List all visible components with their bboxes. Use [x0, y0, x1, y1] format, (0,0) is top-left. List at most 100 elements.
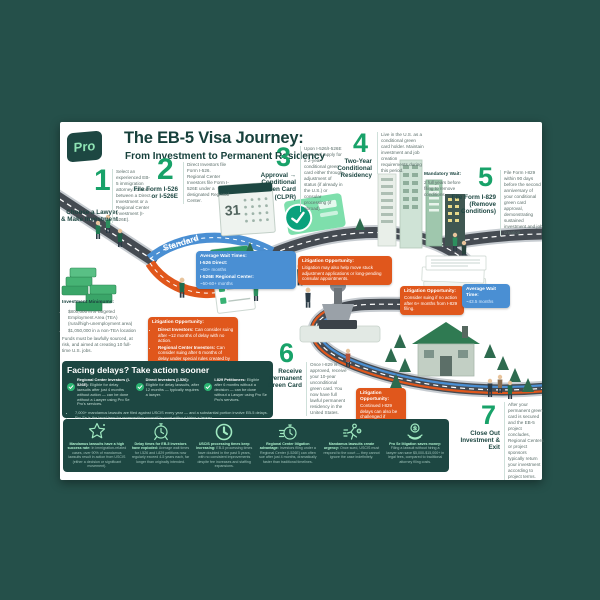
- step-3-number: 3: [276, 142, 292, 172]
- delay-check-direct: Direct Investors (I-526): Eligible for d…: [135, 377, 200, 407]
- fact-regional-advantage: Regional Center litigation advantage: In…: [258, 422, 318, 469]
- step-4-description: Live in the U.S. as a conditional green …: [377, 132, 425, 174]
- delay-check-regional-center: Regional Center Investors (I-526E): Elig…: [67, 377, 131, 407]
- investment-minimums: Investment Minimums: $800,000 in a Targe…: [62, 290, 136, 354]
- fact-text: Once sued, USCIS must respond to the cou…: [323, 446, 380, 460]
- delay-check-i829: I-829 Petitioners: Eligible after 6 mont…: [204, 377, 268, 407]
- person-running-litigation: [179, 277, 185, 298]
- delay-check-lead: Regional Center Investors (I-526E):: [77, 377, 130, 387]
- city-buildings: [377, 159, 465, 249]
- house-illustration: [412, 322, 480, 377]
- mandatory-wait-text: 2 full years before filing to remove con…: [424, 180, 461, 197]
- litigation-continued-title: Litigation Opportunity:: [360, 391, 390, 402]
- litigation-consular-title: Litigation Opportunity:: [302, 259, 354, 264]
- delay-check-text: Eligible for delay lawsuits after just 4…: [77, 381, 130, 407]
- fact-text: Average wait times for I-526 and I-829 p…: [131, 446, 190, 464]
- step-1-label: Choose a Lawyer & Make Investment: [60, 209, 118, 224]
- step-1-number: 1: [94, 164, 111, 197]
- clock-icon: [214, 422, 234, 442]
- fact-lead: Mandamus lawsuits have a high success ra…: [67, 442, 125, 451]
- page-subtitle: From Investment to Permanent Residency: [125, 151, 326, 162]
- step-7-number: 7: [481, 400, 497, 430]
- litigation-filing-title: Litigation Opportunity:: [152, 320, 204, 325]
- step-3-label: Approval → Conditional Green Card (CLPR): [260, 172, 296, 201]
- page-title: The EB-5 Visa Journey:: [124, 129, 304, 147]
- calendar-day-number: 31: [224, 202, 241, 219]
- fact-delay-doubled: Delay times for EB-5 investors have expl…: [131, 422, 191, 469]
- fact-lead: Regional Center litigation advantage:: [259, 442, 310, 451]
- litigation-filing-item-lead: Regional Center Investors:: [158, 344, 216, 350]
- step-2-number: 2: [157, 153, 174, 186]
- money-stacks: [61, 267, 117, 312]
- fact-lead: Delay times for EB-5 investors have expl…: [131, 442, 187, 451]
- runner-icon: [342, 422, 362, 442]
- facing-delays-title: Facing delays? Take action sooner: [67, 365, 210, 375]
- step-7-label: Close Out Investment & Exit: [460, 430, 500, 452]
- wait-times-row1-value: ~60+ months: [200, 266, 227, 272]
- standard-route-label: Standard: [162, 233, 200, 253]
- step-4-label: Two-Year Conditional Residency: [337, 158, 372, 180]
- litigation-829-callout: Litigation Opportunity: Consider suing i…: [400, 286, 464, 315]
- fact-lead: USCIS processing times keep increasing:: [196, 442, 250, 451]
- investment-note: Funds must be lawfully sourced, at risk,…: [62, 335, 133, 353]
- check-circle-icon: [204, 378, 213, 407]
- step-1-description: Select an experienced EB-5 immigration a…: [112, 169, 152, 223]
- facts-strip: Mandamus lawsuits have a high success ra…: [63, 419, 449, 472]
- fact-text: Filing a lawsuit without hiring a lawyer…: [386, 446, 445, 464]
- step-4-number: 4: [353, 128, 369, 158]
- mandatory-wait-note: Mandatory Wait: 2 full years before fili…: [424, 162, 464, 198]
- delay-check-lead: Direct Investors (I-526):: [145, 377, 189, 382]
- wait-times-row1-label: I-526 Direct:: [200, 260, 228, 266]
- delay-check-lead: I-829 Petitioners:: [214, 377, 246, 382]
- litigation-829-text: Consider suing if no action after 6+ mon…: [404, 294, 458, 312]
- investment-bullet: $800,000 in a Targeted Employment Area (…: [68, 309, 136, 327]
- step-3-description: Upon I-526/I-526E approval, apply for a …: [300, 146, 344, 212]
- person-celebrating: [305, 287, 311, 308]
- fact-save-money: Pro Se litigation saves money: Filing a …: [385, 422, 445, 469]
- fact-text: In immigration-related cases, over 90% o…: [68, 446, 127, 469]
- pine-trees: [245, 218, 534, 392]
- pro-logo-text: Pro: [73, 138, 96, 155]
- fact-lead: Pro Se litigation saves money:: [389, 442, 442, 446]
- stopwatch-icon: [278, 422, 298, 442]
- facing-delays-panel: Facing delays? Take action sooner Region…: [62, 361, 273, 436]
- litigation-filing-item-text: Can consider suing after ~12 months of d…: [158, 326, 234, 344]
- check-circle-icon: [67, 378, 75, 407]
- alarm-clock-icon: [151, 422, 171, 442]
- panel-bullet: Pro Se is the legal term for representin…: [75, 415, 268, 420]
- pro-logo: Pro: [67, 130, 102, 163]
- litigation-consular-callout: Litigation Opportunity: Litigation may a…: [298, 256, 392, 285]
- step-5-description: File Form I-829 within 90 days before th…: [500, 170, 543, 236]
- fact-urgency: Mandamus lawsuits create urgency: Once s…: [322, 422, 382, 469]
- stamp-illustration: [299, 279, 381, 343]
- infographic-poster: Standard Litigation: [60, 122, 544, 480]
- fact-uscis-times: USCIS processing times keep increasing: …: [194, 422, 254, 469]
- fact-text: Investors filing under a Regional Center…: [259, 446, 317, 464]
- litigation-filing-item: Direct Investors: Can consider suing aft…: [158, 327, 234, 344]
- fact-mandamus-success: Mandamus lawsuits have a high success ra…: [67, 422, 127, 469]
- wait-times-callout: Average Wait Times: I-526 Direct: ~60+ m…: [196, 251, 296, 290]
- wait-time-829-callout: Average Wait Time: ~43.5 months: [462, 284, 510, 308]
- panel-bullet: 7,000+ mandamus lawsuits are filed again…: [75, 410, 268, 415]
- mandatory-wait-lead: Mandatory Wait:: [424, 172, 462, 177]
- step-6-number: 6: [279, 338, 295, 368]
- wait-time-829-value: ~43.5 months: [466, 298, 494, 304]
- litigation-filing-item-lead: Direct Investors:: [158, 326, 194, 332]
- calendar-illustration: 31: [217, 181, 276, 237]
- delay-check-text: Eligible after 6 months without a decisi…: [214, 377, 267, 402]
- investment-minimums-title: Investment Minimums:: [62, 300, 114, 305]
- step-2-description: Direct Investors file Form I-526. Region…: [183, 162, 229, 204]
- check-circle-icon: [135, 378, 144, 407]
- fact-text: EB-5 processing times have doubled in th…: [197, 446, 253, 469]
- step-5-label: File Form I-829 (Remove Conditions): [451, 194, 496, 216]
- wait-times-row2-value: ~50-60+ months: [200, 280, 233, 286]
- step-6-label: Receive Permanent Green Card: [267, 368, 302, 390]
- green-card-check: [284, 193, 346, 235]
- step-7-description: After your permanent green card is secur…: [504, 402, 544, 480]
- step-6-description: Once I-829 is approved, receive your 10-…: [306, 362, 348, 416]
- fact-lead: Mandamus lawsuits create urgency:: [323, 442, 375, 451]
- litigation-consular-text: Litigation may also help move stuck adju…: [302, 264, 382, 282]
- wait-times-title: Average Wait Times:: [200, 254, 247, 259]
- step-2-label: File Form I-526 or I-526E: [133, 186, 178, 201]
